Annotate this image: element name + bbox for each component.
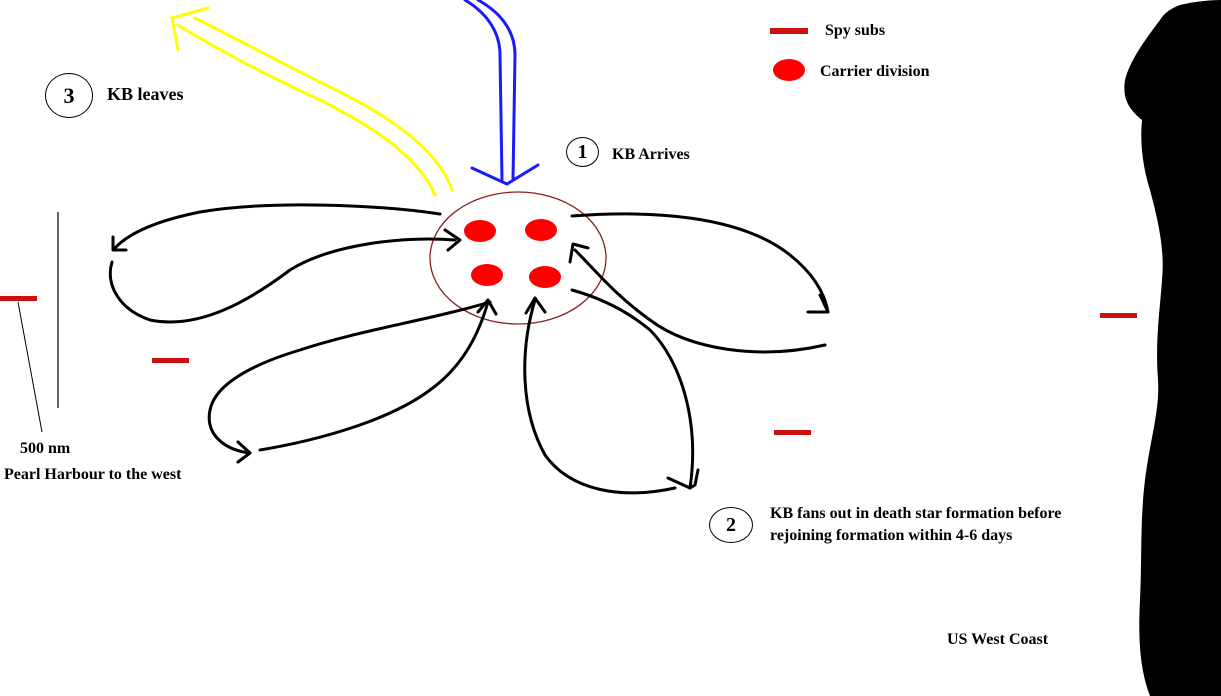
carrier bbox=[525, 219, 557, 241]
spy-sub bbox=[1100, 313, 1137, 318]
scale-leader-line bbox=[17, 301, 43, 433]
spy-sub bbox=[774, 430, 811, 435]
carrier bbox=[464, 220, 496, 242]
carrier bbox=[471, 264, 503, 286]
carrier-division bbox=[464, 219, 561, 288]
scale-direction-label: Pearl Harbour to the west bbox=[4, 466, 182, 483]
step-2-label-line1: KB fans out in death star formation befo… bbox=[770, 505, 1062, 522]
step-1-number: 1 bbox=[566, 137, 599, 167]
us-west-coast-label: US West Coast bbox=[947, 631, 1049, 648]
step-2-label-line2: rejoining formation within 4-6 days bbox=[770, 527, 1013, 544]
scale-distance-label: 500 nm bbox=[20, 440, 71, 457]
step-3-number: 3 bbox=[45, 73, 93, 118]
legend-carrier-division-label: Carrier division bbox=[820, 63, 930, 80]
spy-sub bbox=[152, 358, 189, 363]
step-3-label: KB leaves bbox=[107, 84, 184, 104]
arrival-arrow bbox=[463, 0, 540, 186]
step-1-label: KB Arrives bbox=[612, 146, 690, 163]
formation-ring bbox=[429, 191, 607, 325]
step-2-number: 2 bbox=[709, 507, 753, 543]
spy-subs bbox=[0, 296, 1137, 435]
legend-carrier-icon bbox=[773, 59, 805, 81]
fan-out-arrows bbox=[108, 203, 830, 495]
carrier bbox=[529, 266, 561, 288]
us-west-coast-landmass bbox=[1124, 0, 1221, 696]
legend-sub-icon bbox=[770, 28, 808, 34]
departure-arrow bbox=[170, 6, 454, 197]
legend-spy-subs-label: Spy subs bbox=[825, 22, 886, 39]
spy-sub bbox=[0, 296, 37, 301]
